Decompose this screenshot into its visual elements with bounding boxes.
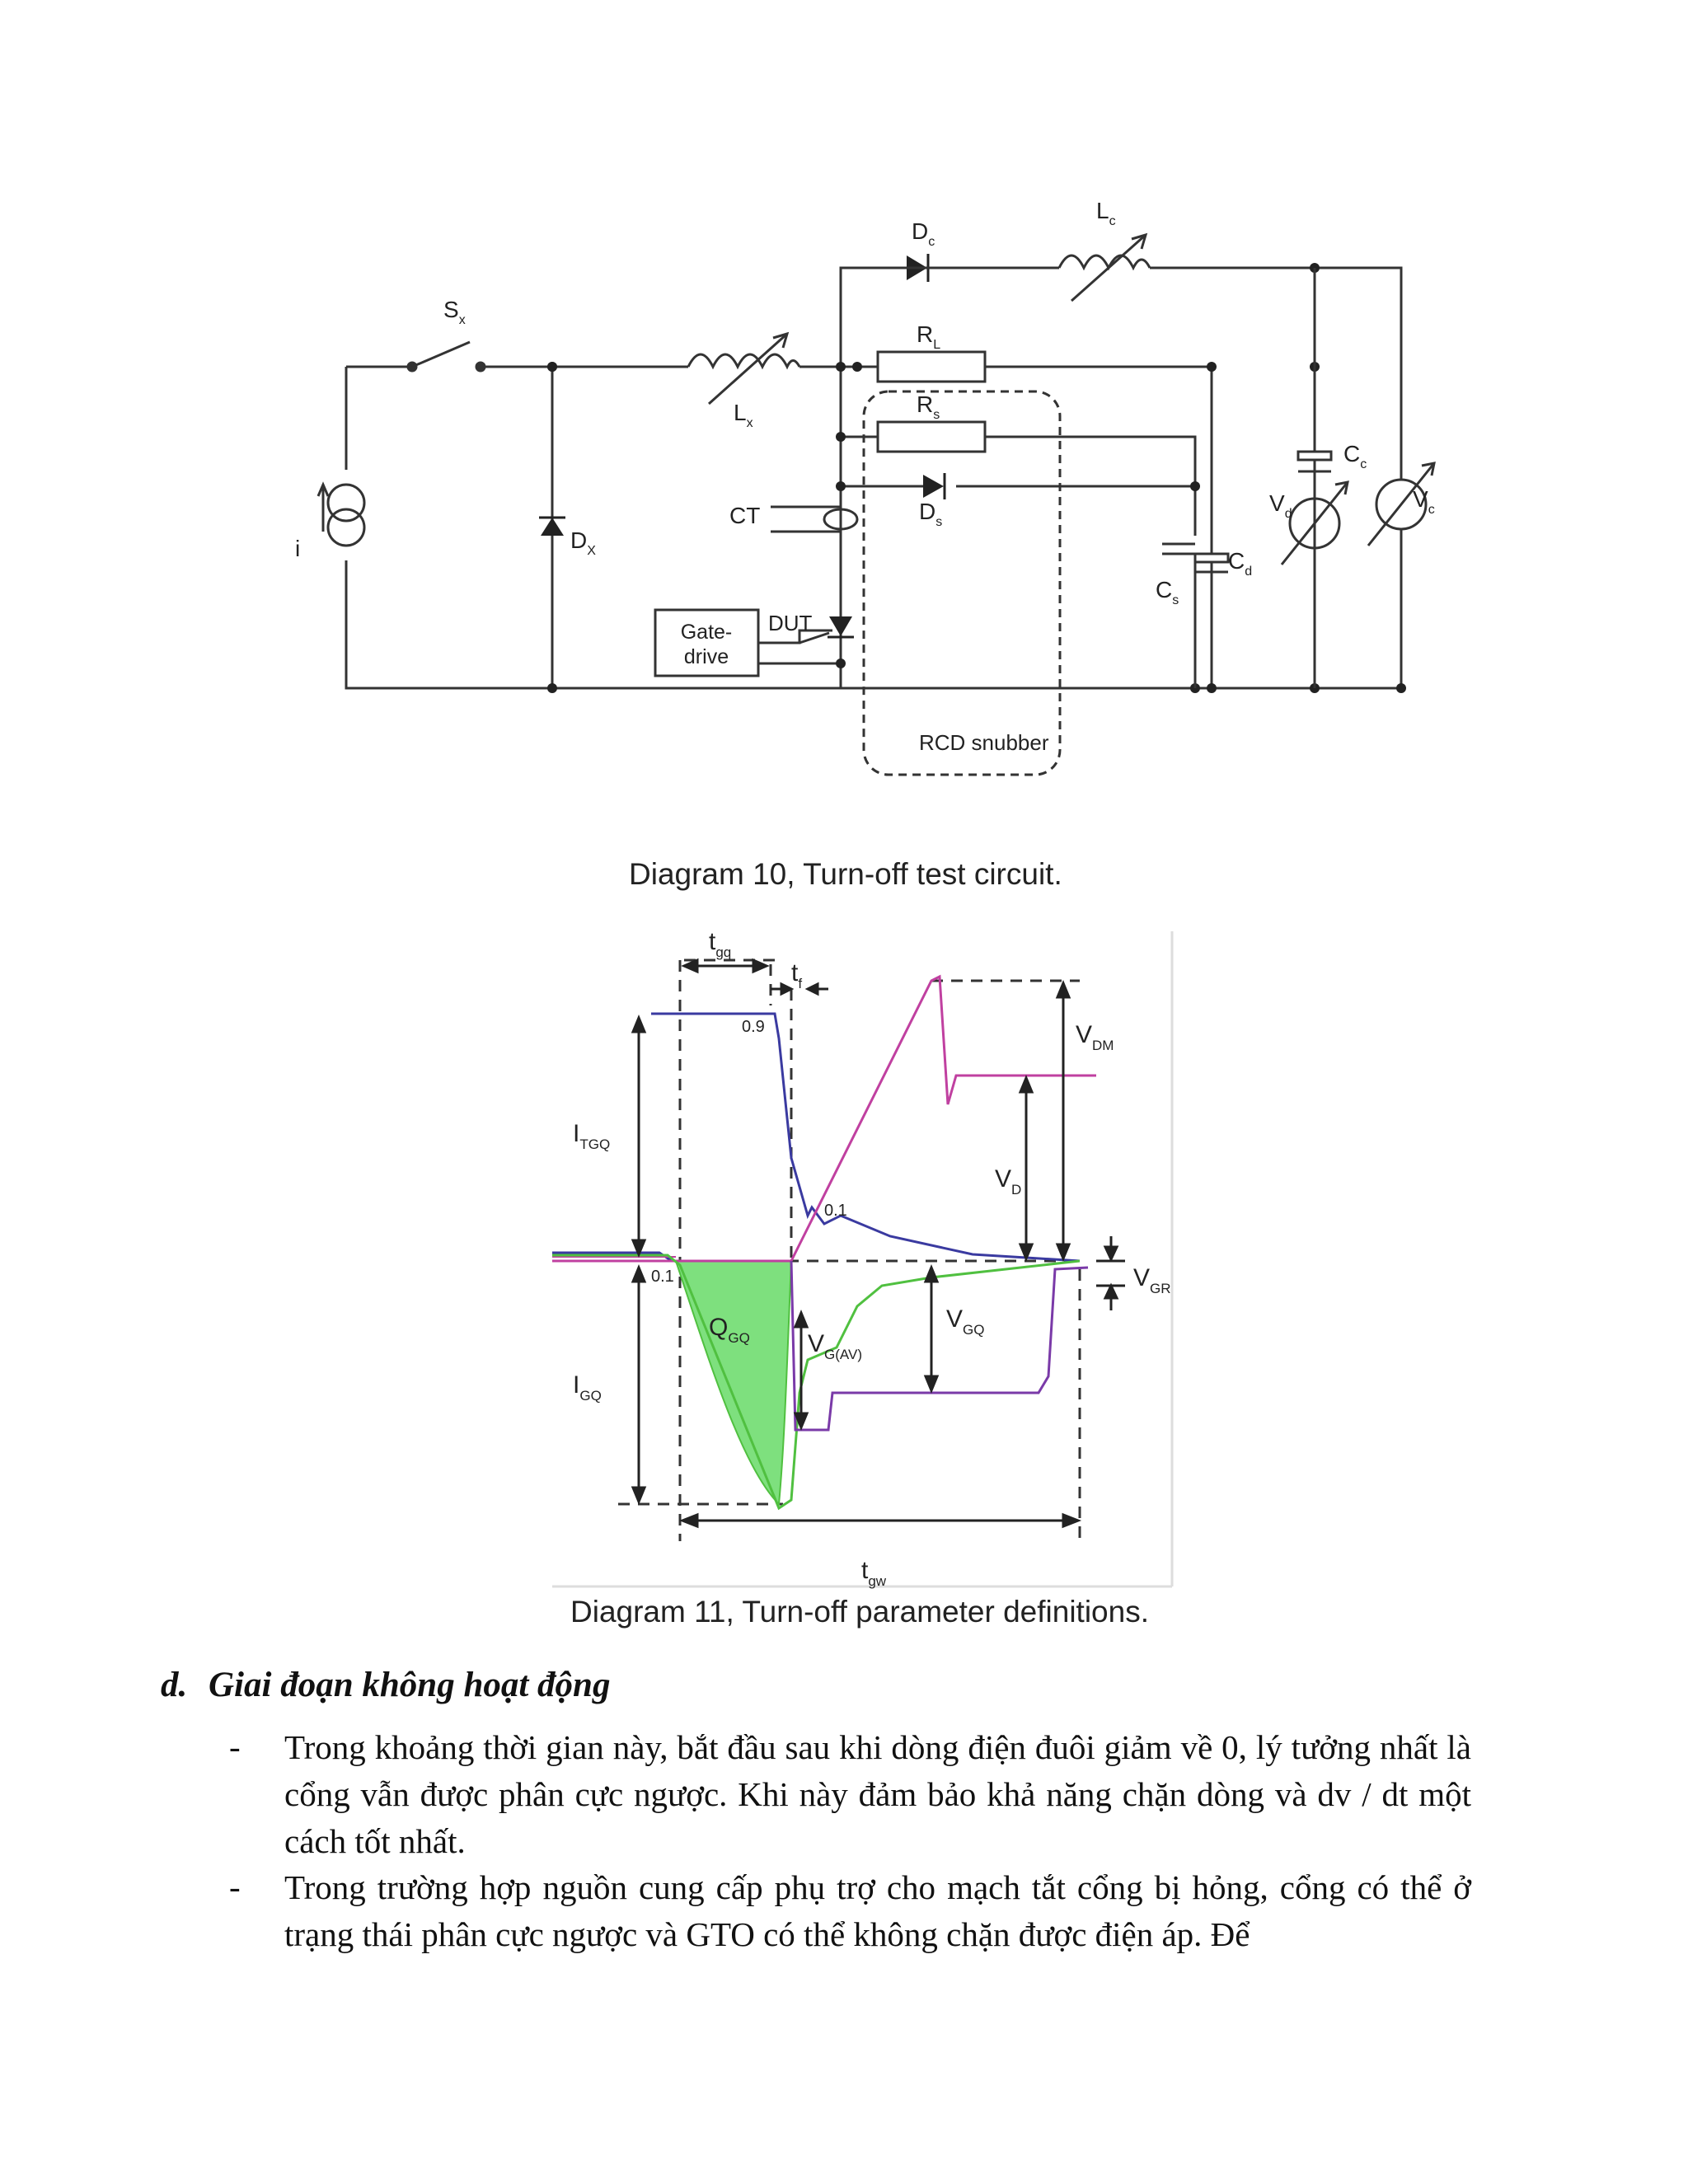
- bullet-marker: -: [229, 1727, 241, 1765]
- label-cd: Cd: [1228, 548, 1252, 579]
- label-igq: IGQ: [573, 1371, 602, 1404]
- label-dx: DX: [570, 527, 596, 558]
- capacitor-cs-icon: [1162, 542, 1195, 555]
- label-vc: Vc: [1413, 486, 1435, 517]
- diode-ds-icon: [923, 473, 946, 499]
- label-vgq: VGQ: [946, 1305, 984, 1338]
- diagram-10-caption: Diagram 10, Turn-off test circuit.: [629, 857, 1062, 891]
- diagram-11-caption: Diagram 11, Turn-off parameter definitio…: [570, 1595, 1149, 1629]
- label-lx: Lx: [734, 400, 753, 430]
- label-0-9: 0.9: [742, 1018, 765, 1036]
- anode-voltage-curve: [552, 974, 1096, 1263]
- label-gate-drive-2: drive: [684, 645, 729, 668]
- turn-off-test-circuit-diagram: Sx Dc Lc RL Rs Lx CT Ds Cs Cd Vd Cc Vc i…: [295, 198, 1436, 776]
- section-heading: d. Giai đoạn không hoạt động: [161, 1665, 610, 1705]
- label-vd: Vd: [1269, 490, 1292, 521]
- label-tgw: tgw: [861, 1557, 887, 1589]
- anode-current-curve: [651, 1012, 1081, 1263]
- resistor-rl-icon: [876, 350, 987, 383]
- label-vgr: VGR: [1133, 1264, 1171, 1296]
- label-vd: VD: [995, 1165, 1021, 1197]
- label-vdm: VDM: [1076, 1021, 1114, 1053]
- label-itgq: ITGQ: [573, 1120, 610, 1152]
- label-rs: Rs: [917, 391, 940, 422]
- turn-off-parameter-waveforms: tgq tf 0.9 VDM ITGQ VD 0.1 0.1 VGR QGQ V…: [552, 931, 1174, 1589]
- label-sx: Sx: [443, 297, 466, 327]
- label-qgq: QGQ: [709, 1314, 750, 1346]
- gate-drive-box: [654, 608, 760, 677]
- label-cc: Cc: [1343, 441, 1367, 471]
- label-dc: Dc: [912, 218, 935, 249]
- section-number: d.: [161, 1666, 188, 1704]
- label-tf: tf: [791, 959, 802, 991]
- label-gate-drive-1: Gate-: [681, 621, 733, 644]
- label-ct: CT: [729, 503, 760, 528]
- inductor-lx-icon: [687, 331, 801, 405]
- capacitor-cd-icon: [1193, 552, 1230, 574]
- label-vgav: VG(AV): [808, 1330, 862, 1362]
- dut-gto-icon: [799, 616, 854, 644]
- gate-current-curve: [790, 1260, 1089, 1432]
- label-cs: Cs: [1156, 577, 1179, 607]
- current-source-icon: [316, 481, 366, 547]
- voltmeter-vc-icon: [1367, 462, 1436, 546]
- gate-voltage-curve: [552, 1254, 1081, 1511]
- capacitor-cc-icon: [1296, 268, 1333, 688]
- label-lc: Lc: [1096, 198, 1116, 228]
- label-rl: RL: [917, 321, 940, 352]
- current-transformer-icon: [771, 508, 859, 533]
- resistor-rs-icon: [876, 420, 987, 453]
- rcd-snubber-boundary: [862, 390, 1062, 776]
- label-tgq: tgq: [709, 931, 731, 960]
- diode-dc-icon: [841, 254, 1059, 282]
- label-i: i: [295, 536, 300, 561]
- section-title: Giai đoạn không hoạt động: [209, 1666, 611, 1704]
- list-item: Trong trường hợp nguồn cung cấp phụ trợ …: [284, 1868, 1471, 1953]
- label-0-1-a: 0.1: [824, 1202, 847, 1220]
- label-rcd-snubber: RCD snubber: [919, 730, 1049, 755]
- list-item: Trong khoảng thời gian này, bắt đầu sau …: [284, 1728, 1471, 1860]
- label-dut: DUT: [768, 611, 813, 635]
- inductor-lc-icon: [1057, 232, 1158, 302]
- label-ds: Ds: [919, 499, 942, 529]
- bullet-marker: -: [229, 1868, 241, 1905]
- diode-dx-icon: [539, 516, 565, 536]
- gate-charge-area: [674, 1260, 793, 1507]
- label-0-1-b: 0.1: [651, 1268, 674, 1286]
- switch-sx-icon: [406, 340, 486, 373]
